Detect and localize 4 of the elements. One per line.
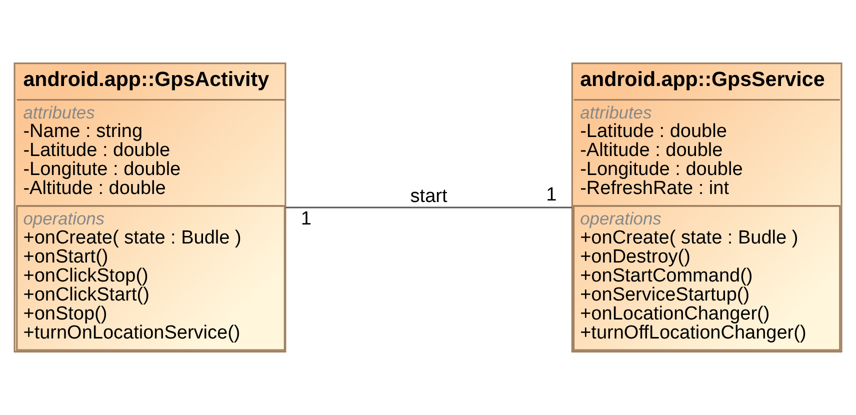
label: 1	[300, 208, 312, 230]
label: 1	[546, 184, 557, 206]
edge-label: start	[410, 186, 448, 208]
connector	[286, 206, 572, 208]
